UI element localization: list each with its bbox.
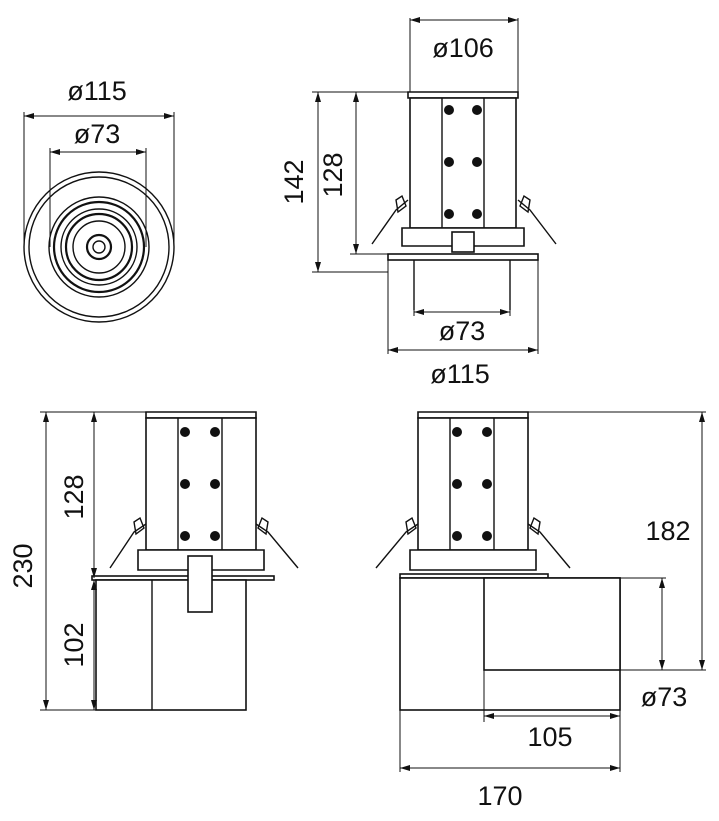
front-top-diameter: ø106 <box>432 33 494 63</box>
side-view-left: 230 128 102 <box>8 411 299 711</box>
side-left-body-height: 128 <box>59 474 89 519</box>
side-view-right: 182 ø73 105 170 <box>375 411 706 811</box>
side-right-holes <box>452 427 492 541</box>
side-right-inner-width: 105 <box>527 722 572 752</box>
front-body-height: 128 <box>318 152 348 197</box>
front-overall-height: 142 <box>279 159 309 204</box>
top-view: ø115 ø73 <box>23 76 175 323</box>
side-right-inner-diameter: ø73 <box>641 682 688 712</box>
front-inner-diameter: ø73 <box>439 316 486 346</box>
top-view-outer-diameter: ø115 <box>67 76 127 106</box>
front-view-holes <box>444 105 482 219</box>
front-flange-diameter: ø115 <box>430 359 490 389</box>
side-left-holes <box>180 427 220 541</box>
side-right-total-width: 170 <box>477 781 522 811</box>
side-right-height: 182 <box>645 516 690 546</box>
top-view-inner-diameter: ø73 <box>74 119 121 149</box>
front-view: ø106 142 128 ø73 ø115 <box>279 17 557 389</box>
side-left-total-height: 230 <box>8 543 38 588</box>
side-left-lower-height: 102 <box>59 622 89 667</box>
